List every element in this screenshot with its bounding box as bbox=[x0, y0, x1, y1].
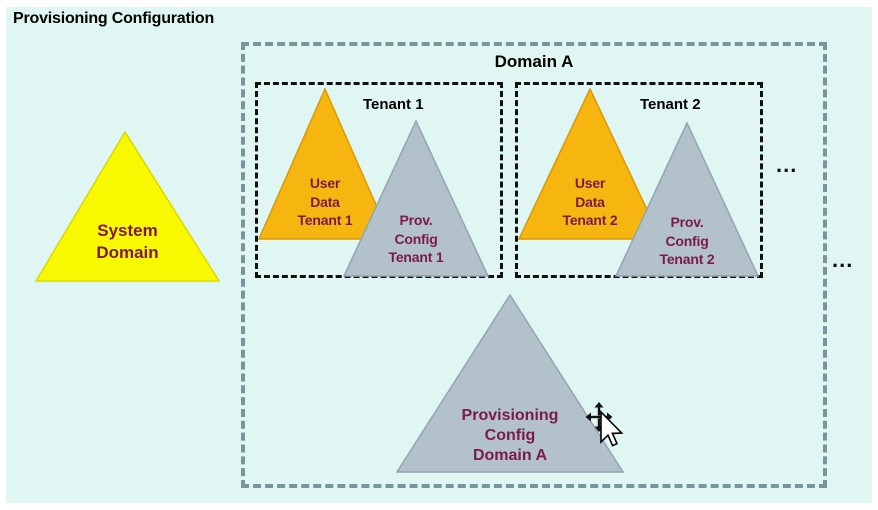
move-cursor-icon bbox=[582, 397, 628, 453]
yellow-triangle-shape bbox=[35, 131, 220, 282]
domain-a-box: Domain A bbox=[241, 42, 827, 488]
domain-a-label: Domain A bbox=[494, 52, 574, 71]
prov-config-tenant-2-label: Prov. Config Tenant 2 bbox=[659, 214, 715, 267]
diagram-canvas: Provisioning Configuration Domain A Tena… bbox=[6, 7, 872, 503]
gray-triangle-shape bbox=[396, 294, 624, 473]
prov-config-tenant-2-triangle: Prov. Config Tenant 2 bbox=[615, 122, 759, 277]
provisioning-config-domain-a-triangle[interactable]: Provisioning Config Domain A bbox=[396, 294, 624, 473]
user-data-tenant-1-label: User Data Tenant 1 bbox=[297, 175, 353, 228]
more-domains-ellipsis: ... bbox=[832, 247, 854, 272]
orange-triangle-shape bbox=[258, 88, 392, 240]
orange-triangle-shape bbox=[518, 88, 662, 240]
page-title: Provisioning Configuration bbox=[13, 10, 215, 27]
tenant-2-label: Tenant 2 bbox=[640, 96, 701, 113]
user-data-tenant-2-triangle: User Data Tenant 2 bbox=[518, 88, 662, 240]
system-domain-label: System Domain bbox=[96, 221, 159, 262]
pointer-arrow bbox=[600, 410, 624, 447]
gray-triangle-shape bbox=[343, 120, 489, 277]
more-tenants-ellipsis: ... bbox=[776, 152, 798, 177]
gray-triangle-shape bbox=[615, 122, 759, 277]
prov-config-tenant-1-label: Prov. Config Tenant 1 bbox=[388, 212, 444, 265]
user-data-tenant-1-triangle: User Data Tenant 1 bbox=[258, 88, 392, 240]
system-domain-triangle: System Domain bbox=[35, 131, 220, 282]
tenant-1-label: Tenant 1 bbox=[363, 96, 424, 113]
prov-config-tenant-1-triangle: Prov. Config Tenant 1 bbox=[343, 120, 489, 277]
provisioning-config-domain-a-label: Provisioning Config Domain A bbox=[461, 407, 559, 464]
user-data-tenant-2-label: User Data Tenant 2 bbox=[562, 175, 618, 228]
